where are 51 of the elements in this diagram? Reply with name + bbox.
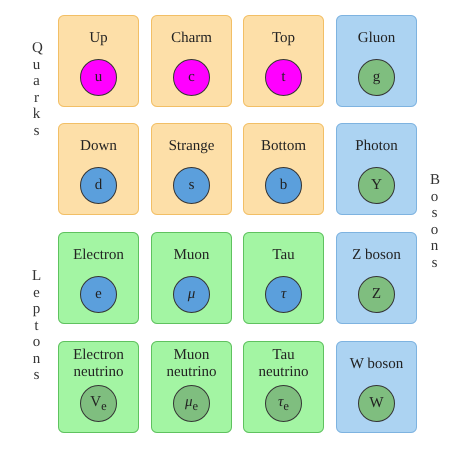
- particle-card: [151, 232, 232, 324]
- particle-circle: s: [173, 167, 210, 204]
- particle-circle: μ: [173, 276, 210, 313]
- particle-circle: t: [265, 59, 302, 96]
- particle-circle: V$_{e}$: [80, 385, 117, 422]
- particle-circle: g: [358, 59, 395, 96]
- particle-circle: e: [80, 276, 117, 313]
- particle-name: Electron: [72, 246, 125, 264]
- particle-circle: τ: [265, 276, 302, 313]
- particle-name: W boson: [348, 356, 404, 372]
- particle-card: [58, 15, 139, 107]
- particle-card: [243, 15, 324, 107]
- particle-card: [336, 15, 417, 107]
- particle-name: Z boson: [351, 246, 402, 264]
- particle-circle: b: [265, 167, 302, 204]
- particle-card: [243, 232, 324, 324]
- group-label: Quarks: [32, 40, 41, 139]
- particle-name: Top: [270, 30, 296, 46]
- particle-circle: W: [358, 385, 395, 422]
- particle-name: Photon: [354, 138, 399, 154]
- particle-card: [58, 123, 139, 215]
- particle-name: Tau neutrino: [258, 347, 310, 381]
- particle-card: [336, 123, 417, 215]
- particle-name: Muon: [172, 246, 210, 264]
- particle-name: Charm: [170, 30, 213, 46]
- particle-circle: Z: [358, 276, 395, 313]
- particle-name: Strange: [168, 138, 216, 154]
- particle-circle: c: [173, 59, 210, 96]
- particle-circle: Y: [358, 167, 395, 204]
- particle-card: [151, 341, 232, 433]
- particle-card: [243, 341, 324, 433]
- particle-circle: d: [80, 167, 117, 204]
- particle-circle: u: [80, 59, 117, 96]
- particle-card: [243, 123, 324, 215]
- particle-card: [151, 15, 232, 107]
- particle-card: [58, 341, 139, 433]
- particle-name: Down: [79, 138, 118, 154]
- particle-name: Tau: [271, 246, 296, 264]
- particle-card: [336, 232, 417, 324]
- particle-card: [58, 232, 139, 324]
- particle-name: Muon neutrino: [166, 347, 218, 381]
- particle-name: Electron neutrino: [72, 347, 125, 381]
- group-label: Bosons: [430, 172, 439, 271]
- particle-circle: μ$_{e}$: [173, 385, 210, 422]
- group-label: Leptons: [32, 268, 41, 384]
- particle-circle: τ$_{e}$: [265, 385, 302, 422]
- particle-card: [151, 123, 232, 215]
- particle-card: [336, 341, 417, 433]
- particle-name: Gluon: [356, 30, 396, 46]
- particle-name: Bottom: [260, 138, 307, 154]
- particle-name: Up: [88, 30, 109, 46]
